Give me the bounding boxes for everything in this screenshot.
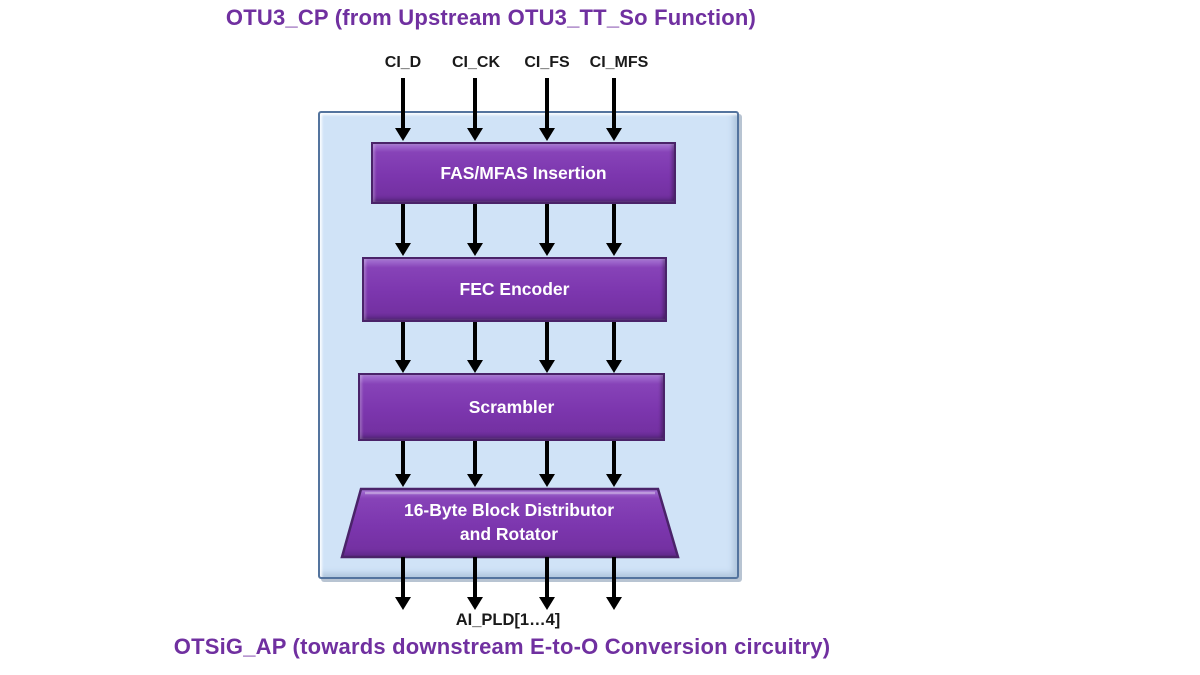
block-scrambler: Scrambler [358, 373, 665, 441]
arrow-down [606, 441, 622, 487]
block-fec-encoder: FEC Encoder [362, 257, 667, 322]
arrow-down [539, 78, 555, 141]
arrow-down [467, 204, 483, 256]
arrow-down [395, 78, 411, 141]
arrow-down [606, 204, 622, 256]
block-fec-encoder-label: FEC Encoder [459, 279, 570, 299]
arrow-down [539, 322, 555, 373]
block-distributor-rotator-label: 16-Byte Block Distributor and Rotator [403, 499, 615, 544]
arrow-down [606, 322, 622, 373]
arrow-down [395, 557, 411, 610]
arrow-down [467, 557, 483, 610]
input-signal-label-ci-fs: CI_FS [524, 54, 570, 71]
arrow-down [467, 322, 483, 373]
arrow-down [539, 204, 555, 256]
arrow-down [539, 441, 555, 487]
input-signal-label-ci-d: CI_D [384, 54, 422, 71]
output-signal-label: AI_PLD[1…4] [455, 611, 561, 629]
top-context-label: OTU3_CP (from Upstream OTU3_TT_So Functi… [225, 5, 757, 30]
block-fas-mfas-insertion: FAS/MFAS Insertion [371, 142, 676, 204]
arrow-down [467, 441, 483, 487]
input-signal-label-ci-mfs: CI_MFS [589, 54, 649, 71]
arrow-down [606, 78, 622, 141]
block-distributor-rotator-shape [340, 487, 680, 559]
block-fas-mfas-insertion-label: FAS/MFAS Insertion [440, 162, 607, 183]
arrow-down [467, 78, 483, 141]
arrow-down [606, 557, 622, 610]
arrow-down [395, 322, 411, 373]
arrow-down [395, 441, 411, 487]
block-scrambler-label: Scrambler [468, 396, 555, 417]
arrow-down [539, 557, 555, 610]
bottom-context-label: OTSiG_AP (towards downstream E-to-O Conv… [173, 634, 831, 659]
arrow-down [395, 204, 411, 256]
input-signal-label-ci-ck: CI_CK [451, 54, 500, 71]
